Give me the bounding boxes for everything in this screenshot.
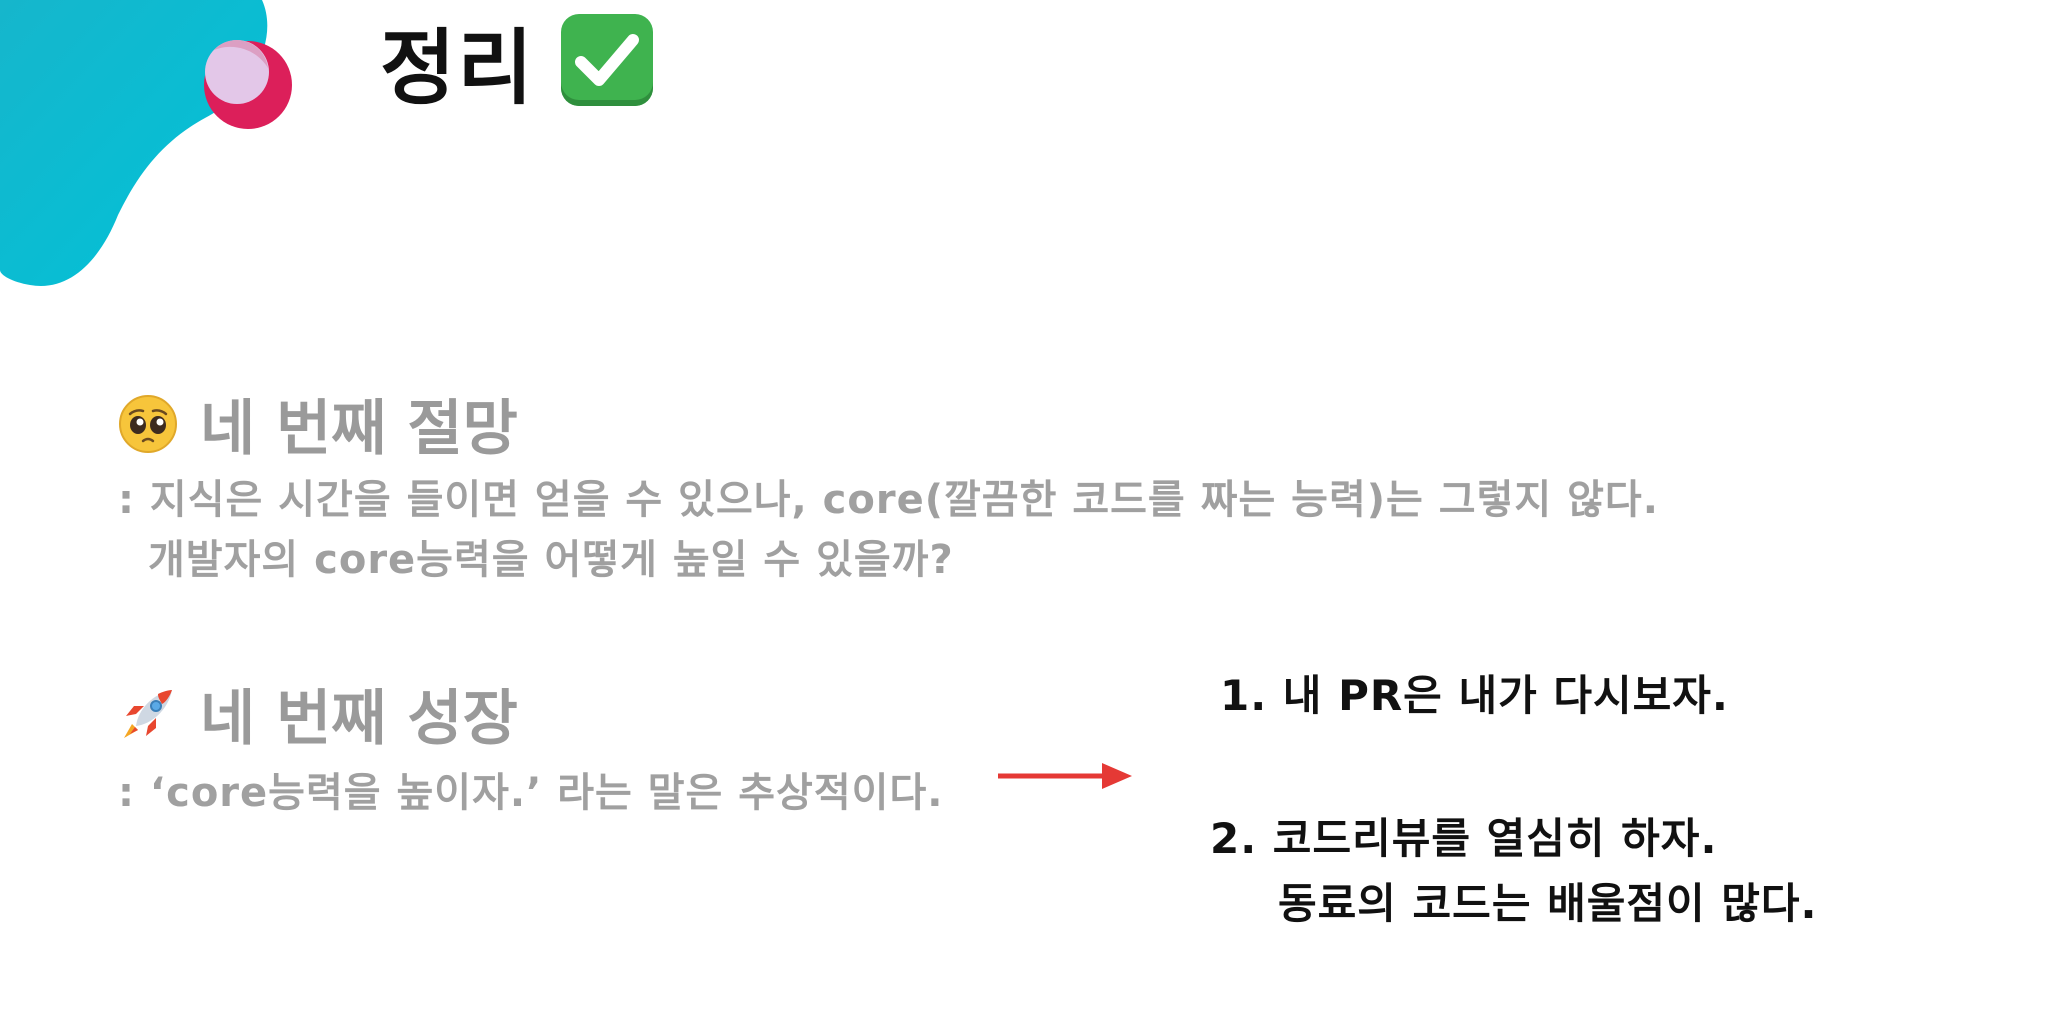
- section-heading-growth: 네 번째 성장: [118, 670, 518, 757]
- right-arrow-icon: [998, 763, 1132, 789]
- lavender-circle: [205, 40, 269, 104]
- title-text: 정리: [380, 20, 535, 116]
- section-heading-text: 네 번째 절망: [200, 394, 518, 464]
- point-1: 1. 내 PR은 내가 다시보자.: [1220, 671, 1729, 720]
- section-heading-despair: 네 번째 절망: [118, 380, 518, 467]
- section-heading-text: 네 번째 성장: [200, 684, 518, 754]
- circle-overlap: [214, 40, 268, 68]
- check-mark-button-icon: [560, 14, 653, 106]
- point-2-line-1: 2. 코드리뷰를 열심히 하자.: [1210, 814, 1718, 863]
- despair-line-2: 개발자의 core능력을 어떻게 높일 수 있을까?: [148, 537, 954, 583]
- pleading-face-icon: [118, 394, 178, 454]
- rocket-icon: [118, 684, 178, 744]
- despair-line-1: : 지식은 시간을 들이면 얻을 수 있으나, core(깔끔한 코드를 짜는 …: [118, 477, 1659, 523]
- growth-line-1: : ‘core능력을 높이자.’ 라는 말은 추상적이다.: [118, 770, 944, 816]
- teal-blob: [0, 0, 268, 286]
- page-title: 정리: [380, 10, 653, 116]
- point-2-line-2: 동료의 코드는 배울점이 많다.: [1278, 879, 1818, 928]
- corner-decoration: [0, 0, 292, 286]
